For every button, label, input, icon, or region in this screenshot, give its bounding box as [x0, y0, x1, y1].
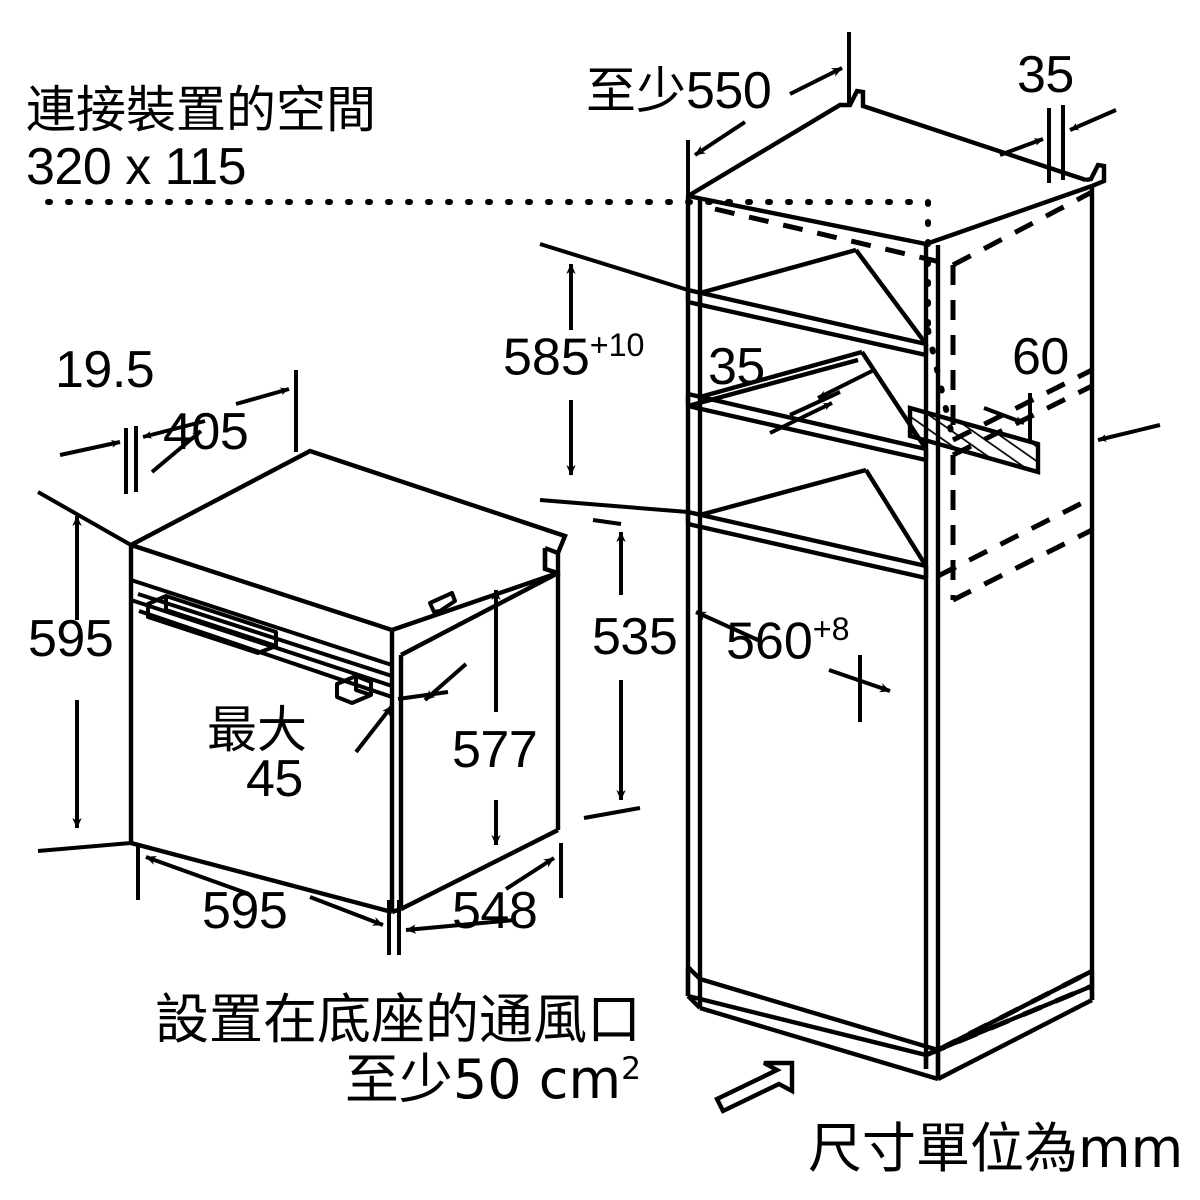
connection-space-note: 連接裝置的空間 320 x 115 [26, 82, 376, 196]
dim-60 [983, 393, 1032, 440]
dim-548 [397, 843, 563, 955]
dim-35-top [999, 105, 1117, 183]
dim-label-560: 560+8 [726, 612, 850, 669]
dim-label-405: 405 [163, 403, 249, 461]
dim-label-35-top: 35 [1017, 46, 1074, 104]
dim-560-value: 560 [726, 612, 813, 671]
dim-585-tolerance: +10 [589, 327, 645, 363]
dim-535 [583, 518, 641, 820]
connection-zone-hatched [907, 405, 1041, 475]
dim-label-35-shelf: 35 [708, 338, 765, 396]
min-550-value: 550 [686, 62, 772, 120]
dim-560 [686, 566, 891, 722]
dim-max-45 [354, 662, 468, 754]
dim-label-535: 535 [592, 608, 678, 666]
dim-label-min-550: 至少550 [586, 62, 772, 120]
min-prefix: 至少 [586, 62, 686, 120]
dim-label-585: 585+10 [503, 328, 644, 385]
oven-handle-right-tip [335, 674, 373, 705]
dim-585 [539, 242, 689, 514]
dim-label-max: 最大 [207, 701, 307, 759]
units-note: 尺寸單位為mm [808, 1117, 1184, 1180]
dim-405 [150, 370, 298, 474]
dim-label-595-height: 595 [28, 610, 114, 668]
base-vent-note-superscript: 2 [621, 1051, 641, 1088]
dim-595-width [136, 845, 391, 955]
dim-label-548: 548 [452, 882, 538, 940]
oven-door-gap-line [130, 598, 393, 699]
base-vent-arrow [714, 1060, 795, 1114]
cabinet-body [685, 88, 1107, 1082]
cabinet-right-leader [1097, 423, 1161, 442]
oven-control-panel [130, 578, 393, 678]
dim-19-5 [59, 419, 206, 494]
dim-35-shelf [769, 368, 875, 435]
dim-560-tolerance: +8 [812, 611, 850, 647]
oven-side-grip [428, 591, 457, 614]
dim-label-45: 45 [246, 750, 303, 808]
dim-595-height [37, 490, 132, 853]
oven-handle [146, 594, 278, 655]
dim-min-550 [686, 32, 851, 212]
dim-label-577: 577 [452, 721, 538, 779]
dim-label-595-width: 595 [202, 882, 288, 940]
connection-space-note-line2: 320 x 115 [26, 138, 247, 196]
base-vent-note-line2-text: 至少50 cm [344, 1048, 622, 1112]
connection-space-note-line1: 連接裝置的空間 [26, 81, 376, 139]
dim-label-19-5: 19.5 [55, 341, 155, 399]
base-vent-note: 設置在底座的通風口 至少50 cm2 [155, 988, 641, 1111]
dim-label-60: 60 [1012, 328, 1069, 386]
base-vent-note-line1: 設置在底座的通風口 [155, 988, 641, 1051]
cabinet-hidden-edges-lower [936, 495, 1094, 1053]
dim-585-value: 585 [503, 328, 590, 387]
base-vent-note-line2: 至少50 cm2 [155, 1050, 641, 1110]
